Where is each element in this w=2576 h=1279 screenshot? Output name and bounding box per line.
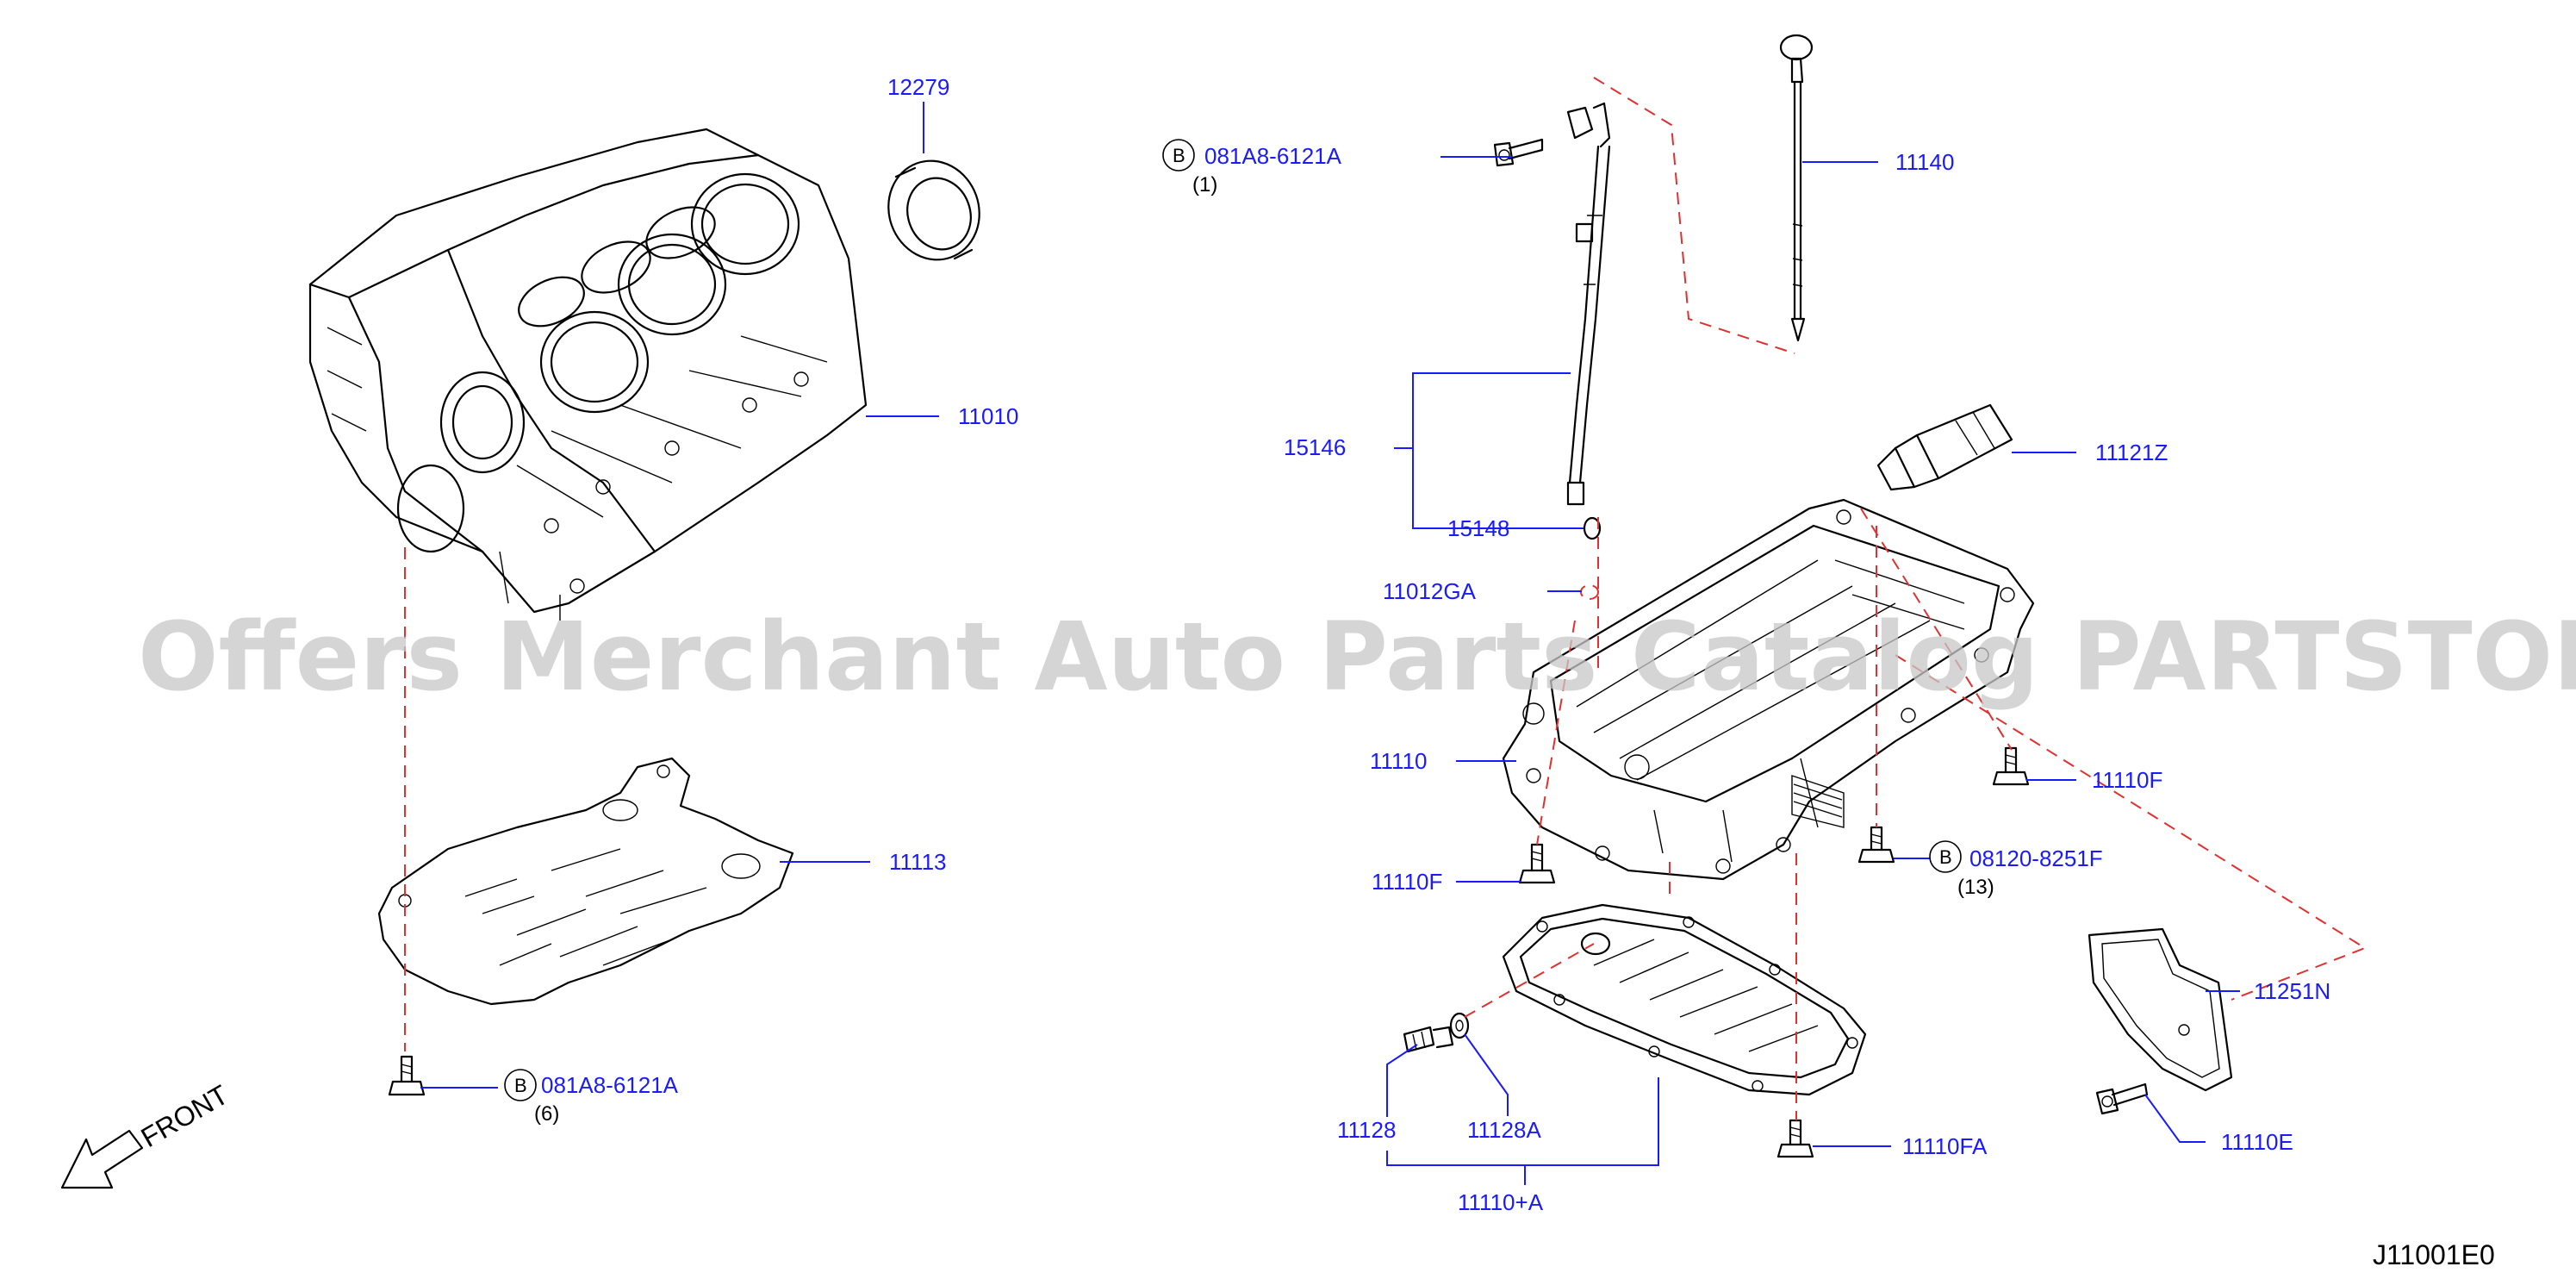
label-11110f-right[interactable]: 11110F (2092, 767, 2162, 793)
liquid-gasket-tube-drawing[interactable] (1876, 403, 2013, 491)
front-direction-indicator: FRONT (60, 1079, 233, 1189)
crankshaft-rear-seal-drawing[interactable] (874, 148, 992, 273)
label-15146[interactable]: 15146 (1284, 434, 1346, 460)
label-08120[interactable]: 08120-8251F (1969, 845, 2103, 871)
label-081a8-top[interactable]: 081A8-6121A (1204, 143, 1342, 169)
label-11110e[interactable]: 11110E (2221, 1129, 2293, 1155)
oil-dipstick-drawing[interactable] (1779, 34, 1814, 342)
bolt-11110fa-drawing[interactable] (1776, 1119, 1814, 1158)
bolt-badge-b: B (1939, 846, 1952, 868)
qty-081a8-bottom: (6) (534, 1102, 559, 1126)
qty-08120: (13) (1957, 876, 1994, 899)
bolt-badge-circle (504, 1069, 537, 1101)
watermark-text: Offers Merchant Auto Parts Catalog PARTS… (138, 602, 2576, 712)
label-11140[interactable]: 11140 (1895, 149, 1954, 175)
front-arrow-icon (60, 1129, 144, 1189)
drain-plug-washer-drawing[interactable] (1449, 1012, 1470, 1039)
oil-baffle-plate-drawing[interactable] (377, 757, 794, 1006)
bolt-11110e-drawing[interactable] (2095, 1082, 2149, 1115)
label-11110fa[interactable]: 11110FA (1902, 1133, 1988, 1159)
part-labels: 12279 11010 11113 B 081A8-6121A (6) B 08… (504, 74, 2330, 1215)
bolt-081a8-top-drawing[interactable] (1493, 138, 1544, 167)
cylinder-block-drawing[interactable] (308, 128, 868, 621)
label-11251n[interactable]: 11251N (2254, 978, 2330, 1004)
qty-081a8-top: (1) (1192, 173, 1217, 197)
label-11110a[interactable]: 11110+A (1458, 1189, 1544, 1215)
dipstick-guide-tube-drawing[interactable] (1566, 102, 1611, 506)
bolt-badge-b: B (514, 1075, 527, 1096)
upper-oil-pan-drawing[interactable] (1502, 498, 2035, 881)
o-ring-15148-drawing[interactable] (1583, 516, 1602, 540)
bolt-081a8-bottom-drawing[interactable] (388, 1055, 426, 1096)
label-11012ga[interactable]: 11012GA (1383, 578, 1477, 604)
bolt-08120-drawing[interactable] (1857, 826, 1895, 864)
bolt-11110f-left-drawing[interactable] (1518, 843, 1556, 884)
label-11010[interactable]: 11010 (958, 403, 1018, 429)
label-11128a[interactable]: 11128A (1467, 1117, 1541, 1143)
label-11128[interactable]: 11128 (1337, 1117, 1396, 1143)
front-label: FRONT (136, 1079, 233, 1153)
bolt-badge-circle (1162, 139, 1195, 172)
seal-11012ga-drawing[interactable] (1580, 584, 1599, 600)
label-11110f-left[interactable]: 11110F (1372, 869, 1442, 895)
label-12279[interactable]: 12279 (887, 74, 949, 100)
lower-oil-pan-drawing[interactable] (1502, 903, 1867, 1096)
assembly-dashed-lines (404, 77, 2368, 1120)
oil-pan-gasket-drawing[interactable] (2088, 927, 2233, 1092)
label-11110[interactable]: 11110 (1370, 748, 1428, 774)
label-081a8-bottom[interactable]: 081A8-6121A (541, 1072, 679, 1098)
leader-lines (420, 102, 2240, 1185)
bolt-badge-circle (1929, 840, 1962, 873)
label-11113[interactable]: 11113 (889, 849, 947, 875)
diagram-code: J11001E0 (2373, 1239, 2495, 1270)
bolt-badge-b: B (1173, 145, 1185, 166)
label-15148[interactable]: 15148 (1447, 515, 1509, 541)
bolt-11110f-right-drawing[interactable] (1992, 746, 2030, 786)
label-11121z[interactable]: 11121Z (2095, 440, 2168, 465)
drain-plug-drawing[interactable] (1403, 1026, 1454, 1053)
